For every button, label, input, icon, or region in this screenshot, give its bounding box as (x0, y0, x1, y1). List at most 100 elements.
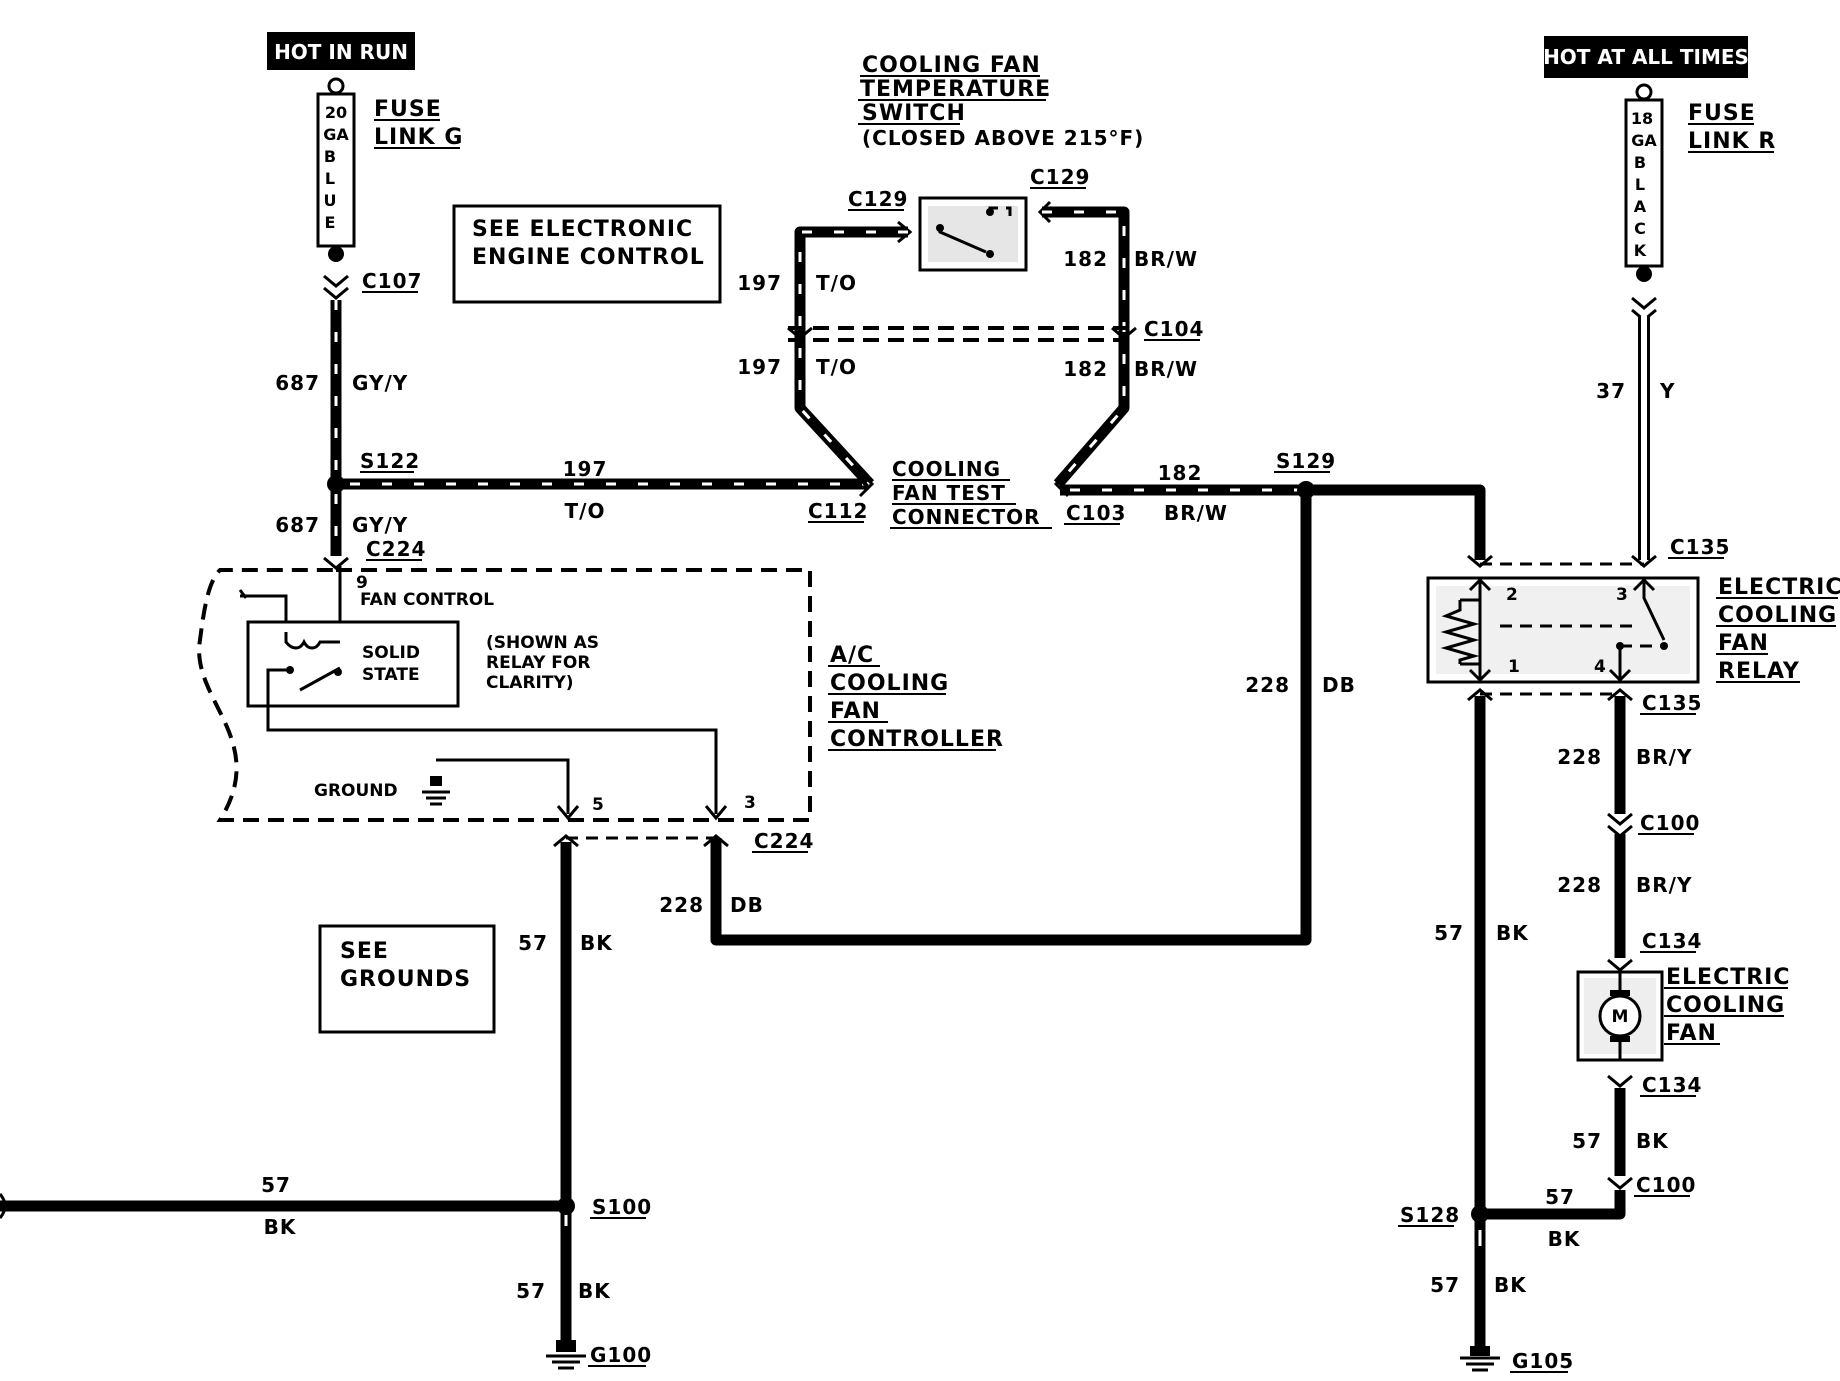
svg-text:CONNECTOR: CONNECTOR (892, 505, 1041, 529)
connector-c100-upper: C100 (1607, 811, 1699, 838)
wire-182a-number: 182 (1063, 247, 1108, 271)
connector-c224-top: C224 (323, 537, 426, 570)
connector-c134-lower: C134 (1607, 1073, 1702, 1097)
fuse-g-gauge-text: 20 GA B L U E (323, 103, 349, 232)
wire-182c-number: 182 (1158, 461, 1203, 485)
svg-text:GROUND: GROUND (314, 781, 398, 801)
wire-57c-color: BK (578, 1279, 611, 1303)
svg-text:TEMPERATURE: TEMPERATURE (860, 77, 1051, 102)
fuse-g-label-2: LINK G (374, 125, 463, 150)
wire-57c-number: 57 (516, 1279, 546, 1303)
svg-text:S122: S122 (360, 449, 420, 473)
svg-text:9: 9 (356, 573, 368, 593)
svg-text:STATE: STATE (362, 665, 420, 685)
svg-text:FAN: FAN (1666, 1021, 1717, 1046)
hot-in-run-badge: HOT IN RUN (267, 32, 415, 70)
wire-197c-number: 197 (563, 457, 608, 481)
fuse-link-g: 20 GA B L U E (316, 77, 356, 262)
svg-text:5: 5 (592, 795, 604, 815)
svg-text:C224: C224 (366, 537, 426, 561)
wire-s129-to-relay (1312, 484, 1486, 560)
svg-text:RELAY FOR: RELAY FOR (486, 653, 590, 673)
wire-197-switch-loop (794, 226, 908, 488)
svg-text:C134: C134 (1642, 929, 1702, 953)
svg-text:3: 3 (1616, 585, 1628, 605)
svg-text:ELECTRIC: ELECTRIC (1666, 965, 1791, 990)
wire-228a-color: DB (1322, 673, 1356, 697)
switch-title: COOLING FAN TEMPERATURE SWITCH (CLOSED A… (858, 53, 1143, 150)
svg-text:COOLING: COOLING (830, 671, 949, 696)
wire-57a-number: 57 (518, 931, 548, 955)
connector-c135-bottom: C135 (1467, 688, 1701, 715)
svg-text:G105: G105 (1512, 1349, 1574, 1373)
wire-37-color: Y (1659, 379, 1675, 403)
svg-text:GA: GA (323, 125, 349, 144)
svg-text:S129: S129 (1276, 449, 1336, 473)
temperature-switch (918, 196, 1028, 272)
svg-text:B: B (1634, 153, 1646, 172)
connector-c135-top: C135 (1467, 535, 1729, 568)
svg-text:CLARITY): CLARITY) (486, 673, 574, 693)
ground-g100: G100 (546, 1340, 652, 1370)
wire-57f-number: 57 (1545, 1185, 1575, 1209)
wire-687b-number: 687 (275, 513, 320, 537)
svg-text:2: 2 (1506, 585, 1518, 605)
wire-197b-number: 197 (737, 355, 782, 379)
controller-title: A/C COOLING FAN CONTROLLER (828, 643, 1004, 752)
svg-text:C129: C129 (848, 187, 908, 211)
wire-197c-color: T/O (565, 499, 606, 523)
svg-text:HOT IN RUN: HOT IN RUN (274, 40, 408, 64)
svg-text:(SHOWN AS: (SHOWN AS (486, 633, 599, 653)
svg-text:S128: S128 (1400, 1203, 1460, 1227)
svg-text:FAN CONTROL: FAN CONTROL (360, 590, 494, 610)
ac-cooling-fan-controller: FAN CONTROL 9 SOLID STATE (SHOWN AS RELA… (197, 566, 812, 822)
wire-57b-number: 57 (261, 1173, 291, 1197)
svg-text:1: 1 (1508, 657, 1520, 677)
svg-text:CONTROLLER: CONTROLLER (830, 727, 1004, 752)
fuse-g-label-1: FUSE (374, 97, 442, 122)
wire-182-switch-loop (1042, 206, 1130, 488)
svg-text:4: 4 (1594, 657, 1606, 677)
splice-s129: S129 (1274, 449, 1336, 499)
svg-text:C134: C134 (1642, 1073, 1702, 1097)
svg-text:FAN: FAN (830, 699, 881, 724)
svg-text:COOLING: COOLING (1666, 993, 1785, 1018)
cooling-fan-test-connector: COOLING FAN TEST CONNECTOR (858, 457, 1070, 529)
connector-c224-bottom: C224 (553, 829, 813, 853)
svg-text:C: C (1634, 219, 1646, 238)
connector-c112: C112 (808, 499, 867, 523)
splice-s128: S128 (1398, 1203, 1489, 1227)
wire-57-left-horizontal (0, 1193, 560, 1219)
wire-57g-number: 57 (1430, 1273, 1460, 1297)
wire-228-db-loop (710, 496, 1312, 946)
wire-57d-color: BK (1496, 921, 1529, 945)
fuse-r-label-1: FUSE (1688, 101, 1756, 126)
wire-228d-number: 228 (1557, 873, 1602, 897)
wire-687a-number: 687 (275, 371, 320, 395)
svg-text:COOLING: COOLING (892, 457, 1001, 481)
svg-text:COOLING: COOLING (1718, 603, 1837, 628)
wire-57e-number: 57 (1572, 1129, 1602, 1153)
svg-text:SEE: SEE (340, 939, 389, 964)
wire-37-number: 37 (1596, 379, 1626, 403)
fuse-r-label-2: LINK R (1688, 129, 1776, 154)
wire-182b-color: BR/W (1134, 357, 1198, 381)
wire-197a-number: 197 (737, 271, 782, 295)
connector-c107: C107 (323, 269, 421, 300)
svg-text:G100: G100 (590, 1343, 652, 1367)
svg-text:GROUNDS: GROUNDS (340, 967, 471, 992)
electric-cooling-fan-motor: M (1576, 970, 1664, 1062)
wire-687a-color: GY/Y (352, 371, 408, 395)
svg-text:ENGINE CONTROL: ENGINE CONTROL (472, 245, 705, 270)
connector-c103: C103 (1064, 501, 1126, 525)
wire-182b-number: 182 (1063, 357, 1108, 381)
wire-57e-color: BK (1636, 1129, 1669, 1153)
svg-text:SOLID: SOLID (362, 643, 420, 663)
svg-text:SEE ELECTRONIC: SEE ELECTRONIC (472, 217, 693, 242)
svg-text:ELECTRIC: ELECTRIC (1718, 575, 1840, 600)
connector-c134-upper: C134 (1607, 929, 1702, 972)
wire-687b-color: GY/Y (352, 513, 408, 537)
wire-228c-number: 228 (1557, 745, 1602, 769)
svg-text:C103: C103 (1066, 501, 1126, 525)
svg-text:COOLING FAN: COOLING FAN (862, 53, 1041, 78)
